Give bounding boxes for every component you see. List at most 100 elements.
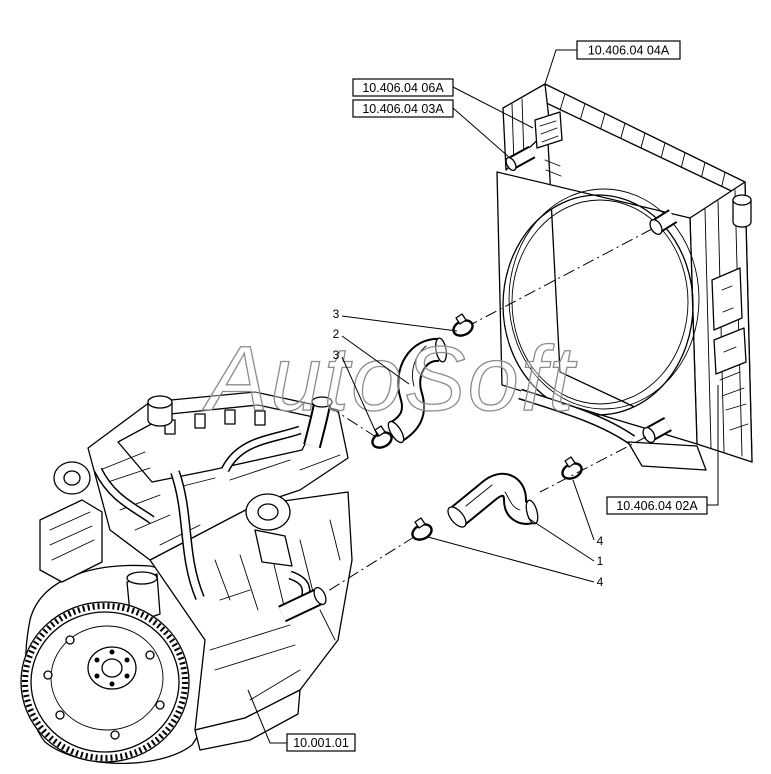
clamp-screw-housing — [414, 517, 426, 529]
label-leader — [452, 86, 534, 129]
bolt-hole — [124, 657, 130, 663]
bolt-hole — [109, 649, 115, 655]
fuel-filter-cap — [147, 395, 173, 409]
callout-number: 1 — [597, 554, 604, 568]
radiator-filler-neck — [732, 200, 752, 228]
callout-leader — [427, 536, 595, 583]
injectors — [164, 409, 266, 435]
engine-hose-d-inner — [222, 427, 301, 472]
radiator-bottom-tray — [627, 441, 707, 471]
callout-leader — [527, 517, 595, 562]
hose-clamp-lower-left — [411, 517, 433, 541]
callout-hose-lower: 1 — [527, 517, 604, 568]
radiator-core-fins — [559, 93, 726, 187]
callout-clamp-upper-bottom: 3 — [333, 348, 379, 438]
fan-ring — [511, 199, 689, 405]
flywheel-hole — [55, 710, 65, 720]
callout-leader — [341, 335, 410, 385]
radiator-top-hose-neck-opening — [505, 156, 517, 172]
bolt-hole — [124, 673, 130, 679]
alternator-pulley — [63, 470, 81, 486]
coolant-inlet-opening — [313, 586, 327, 606]
engine-block — [149, 491, 353, 731]
oil-pan — [194, 689, 301, 751]
callout-hose-upper: 2 — [333, 327, 410, 385]
injector — [194, 413, 206, 429]
thermostat-outlet-opening — [311, 396, 333, 408]
callout-clamp-lower-left: 4 — [427, 536, 604, 589]
flywheel-hub-center — [101, 658, 123, 678]
radiator-bracket-lower — [713, 327, 747, 375]
callout-leader — [572, 479, 595, 541]
radiator-bracket-upper — [711, 267, 743, 331]
lower-hose-end-radiator — [525, 499, 539, 525]
clamp-screw-housing — [374, 425, 386, 437]
flywheel-bolt-holes — [94, 649, 130, 687]
label-leader — [247, 689, 287, 744]
flywheel-holes — [43, 635, 165, 740]
lower-radiator-hose — [447, 472, 539, 528]
fan-shroud-depth-ring — [508, 188, 700, 410]
radiator-connector-detail — [539, 120, 562, 177]
lower-hose-axis-engine — [327, 536, 415, 592]
reference-label-02a: 10.406.04 02A — [606, 385, 719, 515]
label-text: 10.406.04 04A — [588, 44, 670, 58]
fuel-filter — [147, 402, 173, 427]
flywheel-hole — [43, 670, 53, 680]
clamp-screw-housing — [564, 456, 576, 468]
label-text: 10.001.01 — [293, 736, 349, 750]
label-text: 10.406.04 02A — [616, 499, 698, 513]
bolt-hole — [94, 673, 100, 679]
reference-label-engine: 10.001.01 — [247, 689, 356, 752]
callout-number: 4 — [597, 575, 604, 589]
callout-number: 2 — [333, 327, 340, 341]
injector — [254, 410, 266, 426]
lower-hose-axis-radiator — [539, 436, 647, 493]
callout-clamp-lower-right: 4 — [572, 479, 604, 548]
upper-hose-axis-engine — [327, 405, 377, 438]
radiator-bottom-pipe-inner — [518, 390, 635, 444]
radiator-bracket-bolts — [721, 285, 737, 353]
upper-radiator-hose — [387, 337, 447, 444]
hose-clamp-upper-bottom — [371, 425, 393, 449]
label-text: 10.406.04 03A — [362, 102, 444, 116]
starter-motor — [39, 499, 103, 583]
reference-label-06a: 10.406.04 06A — [352, 78, 534, 129]
engine-hose-b-inner — [95, 468, 154, 523]
label-box — [286, 733, 356, 752]
callout-leader — [341, 356, 379, 438]
callout-number: 3 — [333, 348, 340, 362]
flywheel-hole — [145, 650, 155, 660]
upper-hose-axis-radiator — [471, 228, 653, 325]
exhaust-elbow — [254, 529, 293, 567]
upper-hose-end-radiator — [435, 337, 447, 363]
label-box — [606, 496, 708, 515]
label-leader — [544, 49, 577, 85]
label-text: 10.406.04 06A — [362, 81, 444, 95]
assembly-axis-lines — [327, 228, 653, 592]
bolt-hole — [109, 681, 115, 687]
bolt-hole — [94, 657, 100, 663]
radiator-filler-cap — [732, 194, 752, 206]
callout-number: 3 — [333, 307, 340, 321]
turbocharger-inlet — [257, 503, 279, 521]
cylinder-head-details — [99, 451, 341, 546]
watermark: AutoSoft — [202, 328, 577, 430]
engine-block-ribs — [209, 519, 341, 701]
label-leader — [452, 107, 511, 159]
lower-hose-shading — [465, 484, 521, 511]
label-box — [352, 99, 454, 118]
engine-hose-a-inner — [171, 470, 204, 600]
hose-clamp-lower-right — [561, 456, 583, 480]
radiator-top-hose-neck-inner — [509, 147, 535, 168]
injector — [224, 409, 236, 425]
radiator-bottom-fittings — [719, 371, 749, 431]
lower-hose-end-engine — [447, 506, 467, 528]
fan-shroud — [496, 171, 698, 445]
label-box — [576, 40, 681, 60]
label-box — [352, 78, 454, 97]
flywheel-hole — [155, 700, 165, 710]
flywheel-ring-gear — [22, 603, 188, 761]
callout-clamp-upper-top: 3 — [333, 307, 458, 332]
